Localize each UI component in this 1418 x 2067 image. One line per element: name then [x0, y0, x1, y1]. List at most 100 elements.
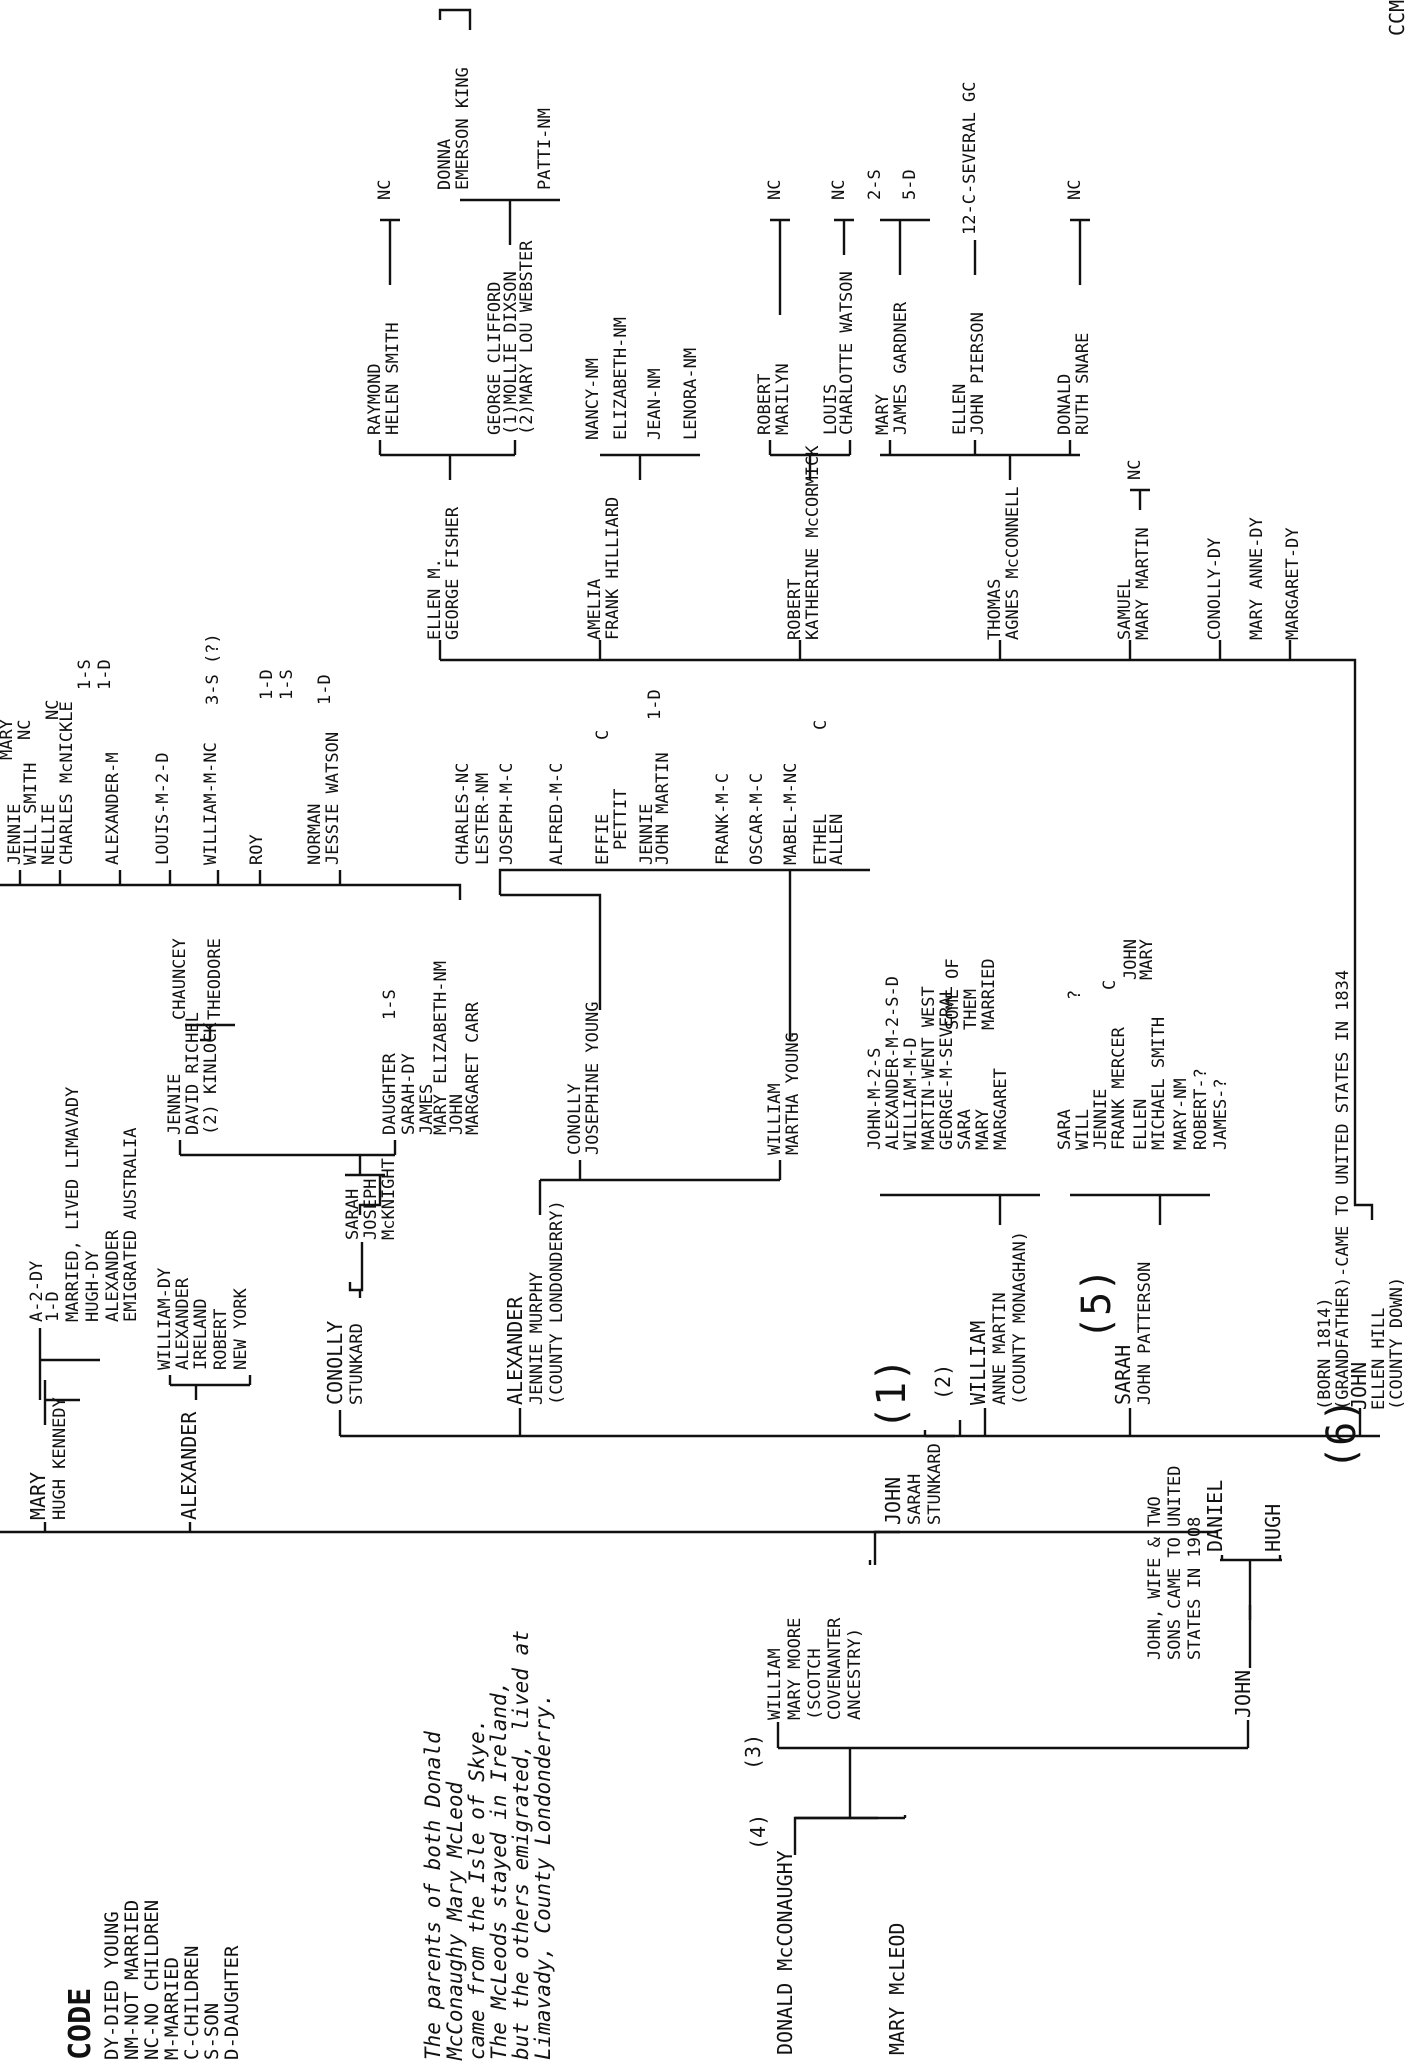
wk: SARA: [955, 1109, 975, 1150]
ck-james: MARY ELIZABETH-NM: [431, 961, 451, 1135]
conolly-top-kids: JENNIE WILL SMITH NELLIE CHARLES McNICKL…: [0, 633, 343, 865]
mary-kid: MARRIED, LIVED LIMAVADY: [63, 1087, 83, 1322]
wk: MARGARET: [991, 1068, 1011, 1150]
sk: FRANK MERCER: [1109, 1026, 1129, 1150]
sk: ROBERT-?: [1191, 1068, 1211, 1150]
ck-jennie: (2) KINLOCK: [201, 1022, 221, 1135]
sarah-joseph: McKNIGHT: [379, 1158, 399, 1240]
ck-john: MARGARET CARR: [463, 1001, 483, 1135]
ck-tag: NC: [15, 720, 35, 740]
jk-amelia: AMELIA: [585, 579, 605, 640]
john3-born: (BORN 1814): [1315, 1297, 1335, 1410]
ck-james: JAMES: [417, 1084, 437, 1135]
jk-amelia-kid: ELIZABETH-NM: [611, 317, 631, 440]
sk: WILL: [1073, 1109, 1093, 1150]
sarah3-name: SARAH: [1111, 1345, 1135, 1405]
ck-top: WILL SMITH: [21, 763, 41, 865]
sk: MARY-NM: [1171, 1078, 1191, 1150]
jk-samuel: MARY MARTIN: [1133, 527, 1153, 640]
ck-tag: 1-S: [75, 659, 95, 690]
ck-jennie-kid: THEODORE: [205, 938, 225, 1020]
code-line: NM-NOT MARRIED: [121, 1900, 143, 2060]
william-name: WILLIAM: [765, 1648, 785, 1720]
ck-tag: NC: [43, 700, 63, 720]
sk: SARA: [1055, 1109, 1075, 1150]
william-note: ANCESTRY): [845, 1628, 865, 1720]
jk-thomas-tag: 2-S: [865, 169, 885, 200]
code-line: D-DAUGHTER: [221, 1945, 243, 2060]
gen3-alexander: ALEXANDER JENNIE MURPHY (COUNTY LONDONDE…: [503, 1160, 782, 1405]
jk-amelia-kid: LENORA-NM: [681, 348, 701, 440]
ck-tag: 1-D: [95, 659, 115, 690]
note-line: The McLeods stayed in Ireland,: [487, 1681, 511, 2060]
alexander3-spouse: JENNIE MURPHY: [527, 1272, 547, 1405]
wk: ALEXANDER-M-2-S-D: [883, 976, 903, 1150]
ak-wm-kid: FRANK-M-C: [713, 773, 733, 865]
jk-ellen-kid: (2)MARY LOU WEBSTER: [517, 240, 537, 435]
conolly-name: CONOLLY: [323, 1321, 347, 1405]
gen2-john-sarah: JOHN SARAH STUNKARD (1): [869, 1358, 955, 1525]
jk-robert-tag: NC: [829, 180, 849, 200]
jk-thomas-kid: ELLEN: [950, 384, 970, 435]
note-line: came from the Isle of Skye.: [465, 1719, 489, 2060]
wk-note: MARRIED: [979, 958, 999, 1030]
gen3-john: (BORN 1814) (GRANDFATHER)-CAME TO UNITED…: [440, 658, 1407, 1470]
jk-samuel-tag: NC: [1125, 460, 1145, 480]
ck-tag: MARY: [0, 719, 17, 760]
sk: JAMES-?: [1211, 1078, 1231, 1150]
jk-mary-anne: MARY ANNE-DY: [1247, 517, 1267, 640]
wk: MARY: [973, 1109, 993, 1150]
jk-robert-kid: MARILYN: [773, 363, 793, 435]
sk-tag: C: [1100, 980, 1120, 990]
jk-thomas-kid: MARY: [873, 394, 893, 435]
john-sarah-name: JOHN: [881, 1477, 905, 1525]
jk-ellen-tag: DONNA: [435, 139, 455, 190]
mark-6: (6): [1319, 1398, 1365, 1470]
mary-spouse: HUGH KENNEDY: [50, 1397, 70, 1520]
john-name: JOHN: [1231, 1670, 1255, 1718]
john3-note: (GRANDFATHER)-CAME TO UNITED STATES IN 1…: [1333, 970, 1353, 1410]
ak-wm-tag: C: [811, 720, 831, 730]
mark-5: (5): [1074, 1268, 1120, 1340]
jk-thomas-kid: JOHN PIERSON: [968, 312, 988, 435]
jk-ellen-kid: RAYMOND: [365, 363, 385, 435]
wk: WILLIAM-M-D: [901, 1037, 921, 1150]
wk-note: SOME OF: [943, 958, 963, 1030]
jk-ellen: GEORGE FISHER: [443, 506, 463, 640]
ck-top: WILLIAM-M-NC: [201, 742, 221, 865]
ak-conolly: CONOLLY: [565, 1083, 585, 1155]
corner-mark: CCM: [1385, 0, 1409, 36]
mark-4: (4): [746, 1814, 770, 1850]
mary-kid: EMIGRATED AUSTRALIA: [121, 1128, 141, 1322]
ck-jennie: JENNIE: [165, 1074, 185, 1135]
ak-wm-kid: ALLEN: [827, 814, 847, 865]
john-note: JOHN, WIFE & TWO: [1145, 1496, 1165, 1660]
ck-sarah: SARAH-DY: [399, 1053, 419, 1135]
john-note: SONS CAME TO UNITED: [1165, 1466, 1185, 1660]
root-mary: MARY McLEOD: [885, 1923, 909, 2055]
alex-kid: ALEXANDER: [173, 1277, 193, 1370]
gen3-conolly: CONOLLY STUNKARD SARAH JOSEPH McKNIGHT: [323, 1158, 399, 1405]
code-legend: CODE DY-DIED YOUNG NM-NOT MARRIED NC-NO …: [63, 1900, 243, 2060]
ak-conolly: JOSEPHINE YOUNG: [583, 1001, 603, 1155]
ck-jennie: DAVID RICHEL: [183, 1012, 203, 1135]
ck-john: JOHN: [447, 1094, 467, 1135]
ck-top: CHARLES McNICKLE: [57, 701, 77, 865]
ck-top: NELLIE: [39, 804, 59, 865]
code-line: DY-DIED YOUNG: [101, 1911, 123, 2060]
ak-kid: JOSEPH-M-C: [497, 763, 517, 865]
jk-ellen: ELLEN M.: [425, 558, 445, 640]
ak-kid: JENNIE: [637, 804, 657, 865]
william-note: (SCOTCH: [805, 1648, 825, 1720]
john3-name: JOHN: [1347, 1362, 1371, 1410]
ak-kid: PETTIT: [611, 789, 631, 850]
john-sarah-spouse: STUNKARD: [925, 1443, 945, 1525]
jk-ellen-kid: HELEN SMITH: [383, 322, 403, 435]
sk-tag: MARY: [1137, 939, 1157, 980]
jk-amelia-kid: JEAN-NM: [645, 368, 665, 440]
alexander3-name: ALEXANDER: [503, 1296, 527, 1405]
sarah3-spouse: JOHN PATTERSON: [1135, 1262, 1155, 1405]
ak-wm-kid: MABEL-M-NC: [781, 763, 801, 865]
john-sarah-spouse: SARAH: [905, 1474, 925, 1525]
sk: ELLEN: [1131, 1099, 1151, 1150]
